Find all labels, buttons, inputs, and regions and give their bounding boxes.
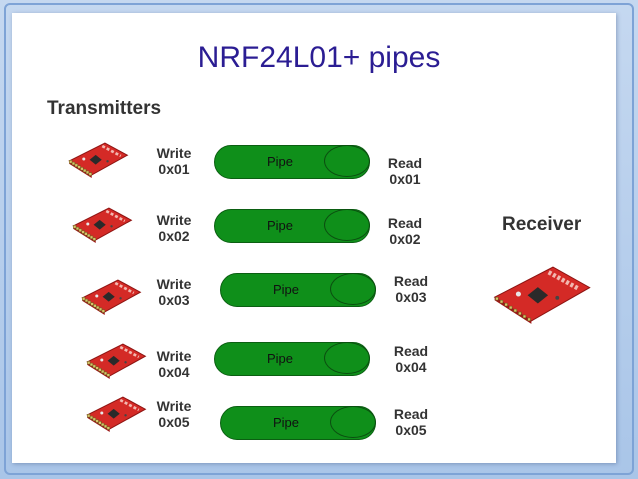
pipe-end-cap bbox=[324, 209, 370, 241]
read-address: 0x01 bbox=[389, 171, 421, 187]
receiver-heading: Receiver bbox=[502, 214, 582, 235]
pipe: Pipe bbox=[220, 273, 376, 307]
pipe: Pipe bbox=[214, 145, 370, 179]
read-word: Read bbox=[393, 273, 429, 289]
read-word: Read bbox=[387, 155, 423, 171]
slide-title: NRF24L01+ pipes bbox=[197, 41, 441, 74]
read-address: 0x02 bbox=[389, 231, 421, 247]
write-address: 0x01 bbox=[158, 161, 190, 177]
read-address: 0x04 bbox=[395, 359, 427, 375]
write-word: Write bbox=[156, 276, 192, 292]
frame-border bbox=[4, 3, 634, 475]
read-word: Read bbox=[393, 406, 429, 422]
write-word: Write bbox=[156, 212, 192, 228]
pipe: Pipe bbox=[214, 342, 370, 376]
read-address: 0x03 bbox=[395, 289, 427, 305]
write-address: 0x05 bbox=[158, 414, 190, 430]
transmitter-board-icon bbox=[81, 279, 142, 315]
read-address: 0x05 bbox=[395, 422, 427, 438]
read-label: Read 0x01 bbox=[375, 155, 435, 187]
write-label: Write 0x05 bbox=[144, 398, 204, 430]
pipe: Pipe bbox=[214, 209, 370, 243]
pipe-end-cap bbox=[330, 406, 376, 438]
pipe-label: Pipe bbox=[272, 282, 300, 297]
pipe-end-cap bbox=[330, 273, 376, 305]
pipe-end-cap bbox=[324, 145, 370, 177]
transmitter-board-icon bbox=[72, 207, 133, 243]
read-word: Read bbox=[393, 343, 429, 359]
pipe-label: Pipe bbox=[272, 415, 300, 430]
write-label: Write 0x03 bbox=[144, 276, 204, 308]
write-word: Write bbox=[156, 145, 192, 161]
transmitter-board-icon bbox=[86, 343, 147, 379]
pipe-label: Pipe bbox=[266, 351, 294, 366]
transmitter-board-icon bbox=[86, 396, 147, 432]
write-address: 0x03 bbox=[158, 292, 190, 308]
pipe-end-cap bbox=[324, 342, 370, 374]
transmitter-board-icon bbox=[68, 142, 129, 178]
pipe-label: Pipe bbox=[266, 154, 294, 169]
write-label: Write 0x01 bbox=[144, 145, 204, 177]
write-address: 0x04 bbox=[158, 364, 190, 380]
write-label: Write 0x02 bbox=[144, 212, 204, 244]
read-label: Read 0x05 bbox=[381, 406, 441, 438]
read-label: Read 0x03 bbox=[381, 273, 441, 305]
write-address: 0x02 bbox=[158, 228, 190, 244]
write-label: Write 0x04 bbox=[144, 348, 204, 380]
pipe-label: Pipe bbox=[266, 218, 294, 233]
write-word: Write bbox=[156, 398, 192, 414]
write-word: Write bbox=[156, 348, 192, 364]
read-word: Read bbox=[387, 215, 423, 231]
receiver-board-icon bbox=[493, 266, 591, 324]
read-label: Read 0x04 bbox=[381, 343, 441, 375]
pipe: Pipe bbox=[220, 406, 376, 440]
transmitters-heading: Transmitters bbox=[47, 98, 162, 119]
read-label: Read 0x02 bbox=[375, 215, 435, 247]
